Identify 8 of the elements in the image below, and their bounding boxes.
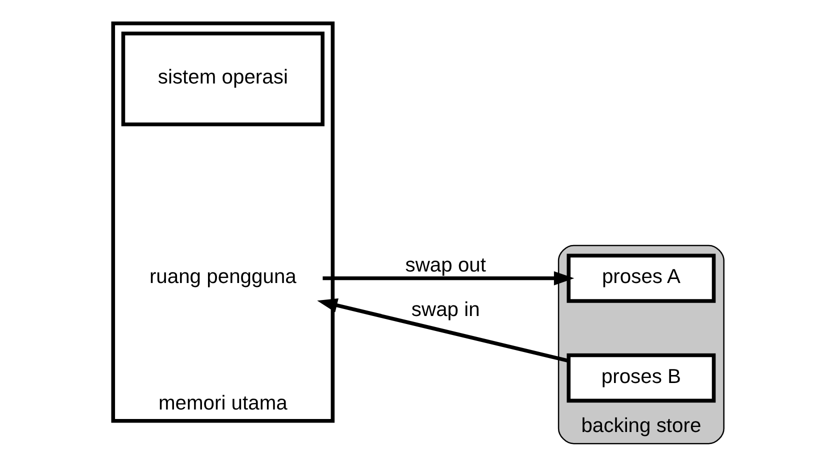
- node-box: proses B: [566, 353, 716, 403]
- node-text: ruang pengguna: [148, 266, 296, 288]
- edge-label: swap out: [404, 254, 486, 277]
- edge-label: swap in: [410, 298, 480, 321]
- node-box: proses A: [566, 254, 716, 303]
- node-box: sistem operasi: [120, 32, 324, 126]
- arrow: [316, 298, 568, 363]
- arrow: [322, 271, 574, 286]
